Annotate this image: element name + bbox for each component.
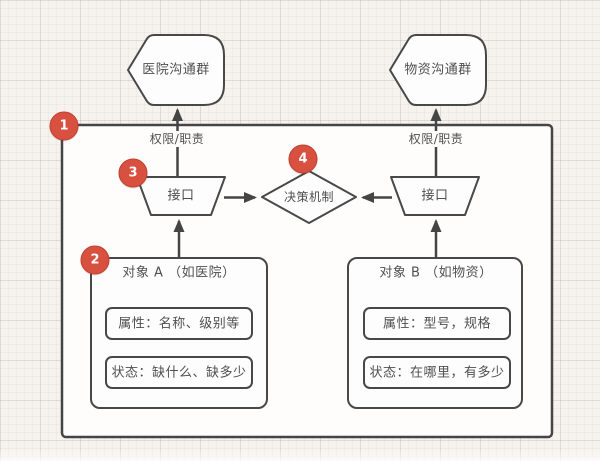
edge-label-permissions-a: 权限/职责	[145, 131, 209, 147]
decision-diamond	[261, 170, 357, 224]
bottom-edge-fade	[0, 449, 600, 461]
object-b-title: 对象 B （如物资）	[379, 265, 493, 281]
badge-1: 1	[49, 111, 79, 141]
object-a-attribute-label: 属性：名称、级别等	[118, 316, 240, 332]
group-a-label: 医院沟通群	[142, 62, 210, 78]
object-b-attribute-box	[363, 307, 511, 340]
interface-a-trapezoid	[136, 176, 226, 216]
badge-4: 4	[288, 144, 318, 174]
object-a-title: 对象 A （如医院）	[122, 265, 236, 281]
interface-b-trapezoid	[390, 176, 480, 216]
interface-b-label: 接口	[421, 188, 449, 204]
badge-2: 2	[80, 245, 110, 275]
edge-label-permissions-b: 权限/职责	[404, 131, 468, 147]
badge-3: 3	[118, 158, 148, 188]
group-a-hexagon	[127, 34, 225, 106]
object-a-state-label: 状态：缺什么、缺多少	[111, 365, 247, 381]
object-b-attribute-label: 属性：型号，规格	[382, 316, 492, 332]
interface-a-label: 接口	[167, 188, 195, 204]
object-b-state-box	[363, 356, 511, 389]
object-a-state-box	[105, 356, 253, 389]
group-b-label: 物资沟通群	[404, 62, 472, 78]
object-a-attribute-box	[105, 307, 253, 340]
decision-label: 决策机制	[283, 190, 335, 204]
group-b-hexagon	[389, 34, 487, 106]
object-b-state-label: 状态：在哪里，有多少	[369, 365, 505, 381]
